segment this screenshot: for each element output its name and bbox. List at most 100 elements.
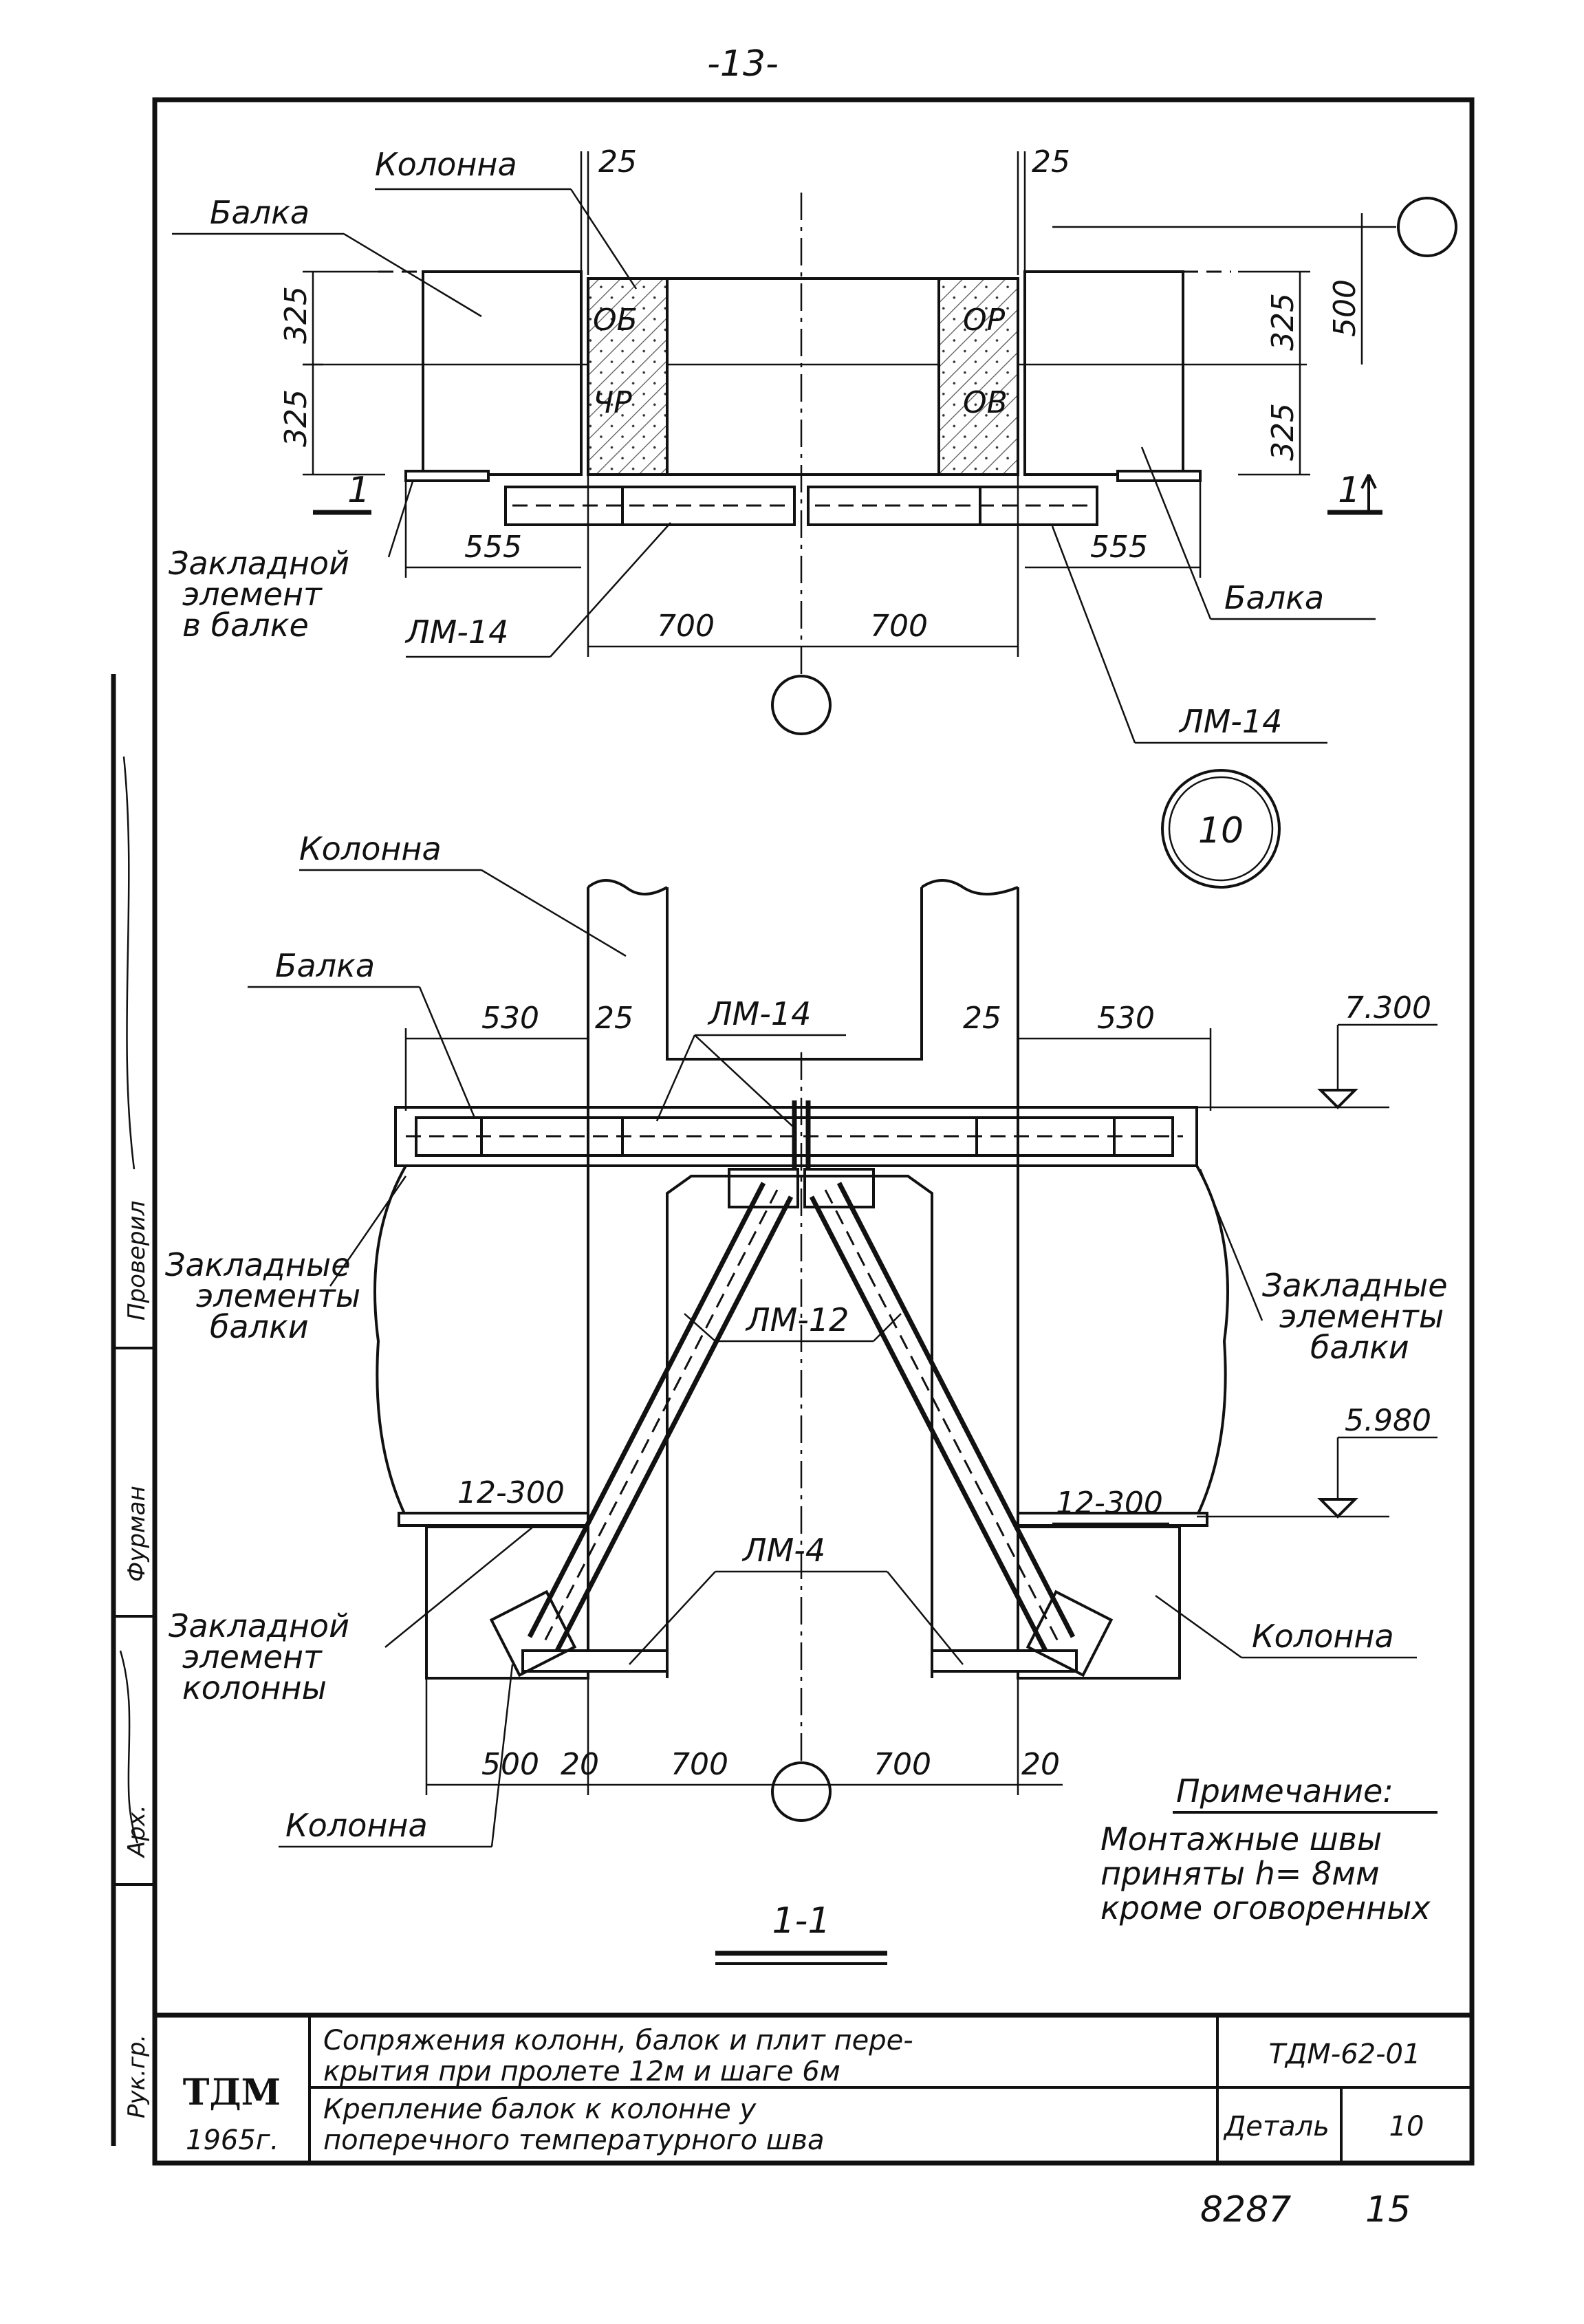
- label-kolonna-top: Колонна: [375, 146, 517, 183]
- role-label-3: Фурман: [123, 1486, 151, 1582]
- note-line-1: Монтажные швы: [1100, 1821, 1382, 1858]
- dim-700-section-right: 700: [874, 1747, 931, 1782]
- dim-325-d: 325: [1266, 403, 1301, 461]
- dim-530-left: 530: [481, 1001, 539, 1036]
- title-year: 1965г.: [186, 2125, 279, 2156]
- signature-strip: Рук.гр. Арх. Фурман Проверил: [111, 674, 155, 2146]
- dim-555-right: 555: [1090, 530, 1148, 565]
- dim-20-left: 20: [561, 1747, 599, 1782]
- dim-325-c: 325: [1266, 293, 1301, 351]
- hatch-label-4: ОВ: [963, 385, 1008, 420]
- left-lower-column: [425, 1525, 589, 1680]
- label-zakladnoy-col-1: Закладной: [169, 1607, 349, 1644]
- label-zakladnye-left-1: Закладные: [165, 1246, 351, 1283]
- axis-bubble-top: [771, 675, 832, 735]
- hatch-label-1: ОБ: [593, 303, 638, 338]
- dim-500: 500: [1327, 279, 1363, 337]
- elevation-top: 7.300: [1345, 990, 1431, 1025]
- embedded-plate-left: [404, 470, 490, 482]
- dim-700-section-left: 700: [671, 1747, 728, 1782]
- label-lm14-top-right: ЛМ-14: [1178, 703, 1282, 740]
- right-beam: [1023, 270, 1184, 476]
- label-zakladnoy-2: элемент: [182, 576, 323, 613]
- role-label-1: Рук.гр.: [123, 2034, 151, 2118]
- elevation-bottom: 5.980: [1345, 1403, 1431, 1438]
- dim-555-left: 555: [464, 530, 522, 565]
- right-column-section: [937, 277, 1019, 476]
- dim-530-right: 530: [1097, 1001, 1155, 1036]
- detail-mark-circle: [1161, 769, 1281, 889]
- label-lm12: ЛМ-12: [745, 1301, 849, 1338]
- detail-label: Деталь: [1223, 2111, 1330, 2142]
- section-mark-left: 1: [347, 470, 370, 511]
- label-lm4: ЛМ-4: [741, 1532, 825, 1569]
- page-number: -13-: [707, 43, 779, 85]
- note-title: Примечание:: [1176, 1772, 1393, 1810]
- label-weld-left: 12-300: [457, 1475, 565, 1510]
- label-weld-right: 12-300: [1056, 1486, 1163, 1521]
- axis-bubble-bottom: [771, 1761, 832, 1822]
- dim-25-left: 25: [598, 144, 637, 180]
- dim-25-section-left: 25: [595, 1001, 633, 1036]
- label-lm14-top-left: ЛМ-14: [404, 613, 508, 651]
- dim-20-right: 20: [1021, 1747, 1060, 1782]
- label-kolonna-section-bottom: Колонна: [285, 1807, 428, 1844]
- section-view: 7.300 5.980 530 530 25 25 500 20 700 700…: [165, 830, 1448, 1965]
- hatch-label-3: ОР: [963, 303, 1006, 338]
- left-column-section: [587, 277, 669, 476]
- dim-700-left: 700: [657, 609, 715, 644]
- note-line-3: кроме оговоренных: [1100, 1889, 1431, 1926]
- title-line-1: Сопряжения колонн, балок и плит пере-: [323, 2025, 913, 2056]
- lm14-plate-left: [504, 486, 796, 526]
- note-block: Примечание: Монтажные швы приняты h= 8мм…: [1100, 1772, 1437, 1926]
- hatch-label-2: ЧР: [593, 385, 632, 420]
- section-mark-right: 1: [1338, 470, 1360, 511]
- stamp-number: 8287: [1200, 2189, 1291, 2230]
- label-zakladnoy-3: в балке: [182, 607, 309, 644]
- note-line-2: приняты h= 8мм: [1100, 1855, 1380, 1892]
- label-zakladnye-left-3: балки: [210, 1308, 309, 1345]
- detail-mark: 10: [1198, 810, 1244, 851]
- dim-25-right: 25: [1032, 144, 1070, 180]
- diagonal-brace-right: [803, 1168, 1114, 1677]
- label-kolonna-section-top: Колонна: [299, 830, 442, 867]
- label-kolonna-section-right: Колонна: [1252, 1618, 1394, 1655]
- embedded-plate-right: [1116, 470, 1202, 482]
- label-balka-top-left: Балка: [210, 194, 310, 231]
- label-zakladnye-right-1: Закладные: [1262, 1267, 1448, 1304]
- dim-325-b: 325: [279, 389, 314, 447]
- section-title: 1-1: [772, 1900, 831, 1942]
- diagonal-brace-left: [489, 1168, 799, 1677]
- detail-value: 10: [1389, 2111, 1424, 2142]
- subtitle-line-1: Крепление балок к колонне у: [323, 2094, 757, 2125]
- right-beam-body: [1018, 1164, 1229, 1518]
- dim-700-right: 700: [870, 609, 928, 644]
- label-zakladnoy-1: Закладной: [169, 545, 349, 582]
- role-label-4: Проверил: [123, 1201, 151, 1321]
- dim-325-a: 325: [279, 286, 314, 344]
- title-block: ТДМ 1965г. Сопряжения колонн, балок и пл…: [152, 2012, 1475, 2166]
- label-zakladnoy-col-2: элемент: [182, 1638, 323, 1675]
- title-line-2: крытия при пролете 12м и шаге 6м: [323, 2056, 840, 2087]
- label-balka-section: Балка: [275, 947, 375, 984]
- role-label-2: Арх.: [123, 1805, 151, 1858]
- label-zakladnye-right-2: элементы: [1279, 1298, 1444, 1335]
- left-beam-body: [373, 1164, 588, 1518]
- label-lm14-section: ЛМ-14: [707, 995, 811, 1032]
- dim-25-section-right: 25: [963, 1001, 1001, 1036]
- top-plan-view: ОБ ЧР ОР ОВ 325 325 1 325 325 500: [169, 144, 1457, 744]
- title-logo: ТДМ: [183, 2072, 281, 2114]
- subtitle-line-2: поперечного температурного шва: [323, 2125, 824, 2156]
- label-zakladnoy-col-3: колонны: [182, 1669, 327, 1706]
- sheet-number: 15: [1365, 2189, 1411, 2230]
- left-beam: [422, 270, 583, 476]
- label-zakladnye-left-2: элементы: [196, 1277, 360, 1314]
- label-zakladnye-right-3: балки: [1310, 1329, 1409, 1366]
- axis-bubble-right: [1397, 197, 1457, 257]
- right-lower-column: [1017, 1525, 1181, 1680]
- dim-500-section: 500: [481, 1747, 539, 1782]
- label-balka-top-right: Балка: [1224, 579, 1324, 616]
- lm14-plate-right: [807, 486, 1098, 526]
- drawing-code: ТДМ-62-01: [1269, 2039, 1421, 2070]
